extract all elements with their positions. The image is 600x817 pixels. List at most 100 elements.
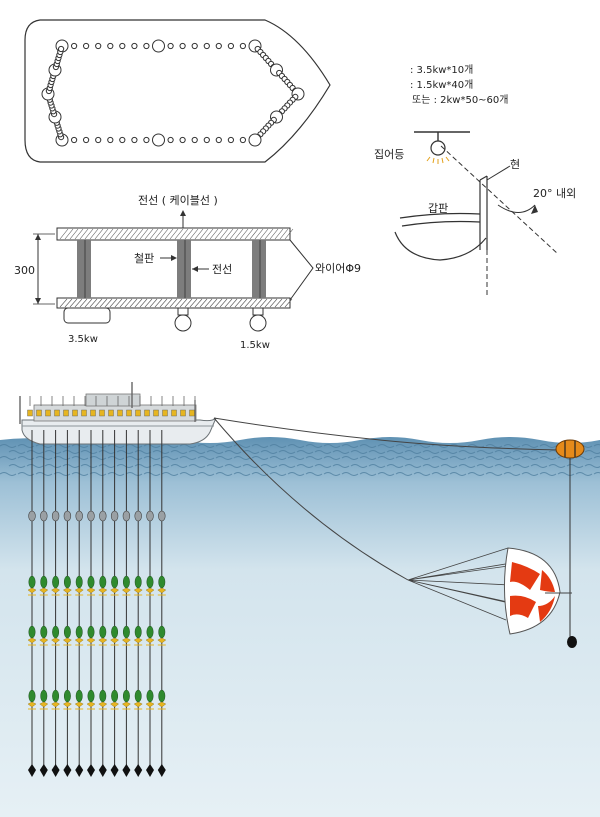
wave-stroke bbox=[80, 450, 98, 454]
deck-lamp bbox=[126, 409, 132, 417]
lamp-bulb-small bbox=[71, 136, 78, 144]
wave-stroke bbox=[233, 472, 251, 476]
jig-hook bbox=[98, 587, 108, 594]
lamp-bulb-small bbox=[143, 136, 150, 144]
jig-hook bbox=[39, 587, 49, 594]
jig-hook bbox=[27, 701, 37, 708]
wave-stroke bbox=[422, 464, 440, 468]
wave-stroke bbox=[323, 444, 341, 448]
plate-label: 철판 bbox=[134, 252, 154, 265]
wave-stroke bbox=[512, 464, 530, 468]
lamp-bulb-small bbox=[203, 136, 210, 144]
wave-stroke bbox=[26, 450, 44, 454]
lamp-bulb-small bbox=[95, 136, 102, 144]
lamp-bulb-small bbox=[83, 42, 90, 50]
sea-scene bbox=[0, 382, 600, 817]
wave-stroke bbox=[242, 450, 260, 454]
wave-stroke bbox=[152, 464, 170, 468]
angle-label: 20° 내외 bbox=[533, 187, 576, 200]
wave-stroke bbox=[287, 444, 305, 448]
wave-stroke bbox=[341, 472, 359, 476]
swivel bbox=[28, 510, 36, 522]
wave-stroke bbox=[161, 472, 179, 476]
wave-stroke bbox=[458, 450, 476, 454]
wave-stroke bbox=[539, 444, 557, 448]
wave-stroke bbox=[233, 444, 251, 448]
deck-lamp bbox=[27, 409, 33, 417]
fish-lamp-icon bbox=[430, 140, 446, 156]
swivel bbox=[146, 510, 154, 522]
lamp-bulb-large bbox=[152, 133, 165, 147]
squid-jig-lure bbox=[122, 625, 130, 639]
wave-stroke bbox=[485, 472, 503, 476]
wave-stroke bbox=[503, 456, 521, 460]
squid-jig-lure bbox=[134, 689, 142, 703]
wave-stroke bbox=[197, 456, 215, 460]
deck-lamp bbox=[117, 409, 123, 417]
wave-stroke bbox=[512, 450, 530, 454]
lamp-bulb-small bbox=[71, 42, 78, 50]
wave-stroke bbox=[404, 450, 422, 454]
wave-stroke bbox=[215, 444, 233, 448]
lamp-bulb-small bbox=[227, 42, 234, 50]
wave-stroke bbox=[341, 456, 359, 460]
wave-stroke bbox=[269, 444, 287, 448]
wave-stroke bbox=[134, 464, 152, 468]
wave-stroke bbox=[206, 464, 224, 468]
squid-jig-lure bbox=[99, 689, 107, 703]
squid-jig-lure bbox=[52, 575, 60, 589]
wave-stroke bbox=[413, 472, 431, 476]
wave-stroke bbox=[62, 464, 80, 468]
jig-hook bbox=[51, 701, 60, 708]
spec-line-3: 또는 : 2kw*50~60개 bbox=[412, 94, 509, 106]
wave-stroke bbox=[8, 450, 26, 454]
lamp-label: 집어등 bbox=[374, 148, 404, 161]
wave-stroke bbox=[125, 472, 143, 476]
squid-jig-lure bbox=[87, 625, 95, 639]
wave-stroke bbox=[143, 472, 161, 476]
hull-outline bbox=[24, 19, 331, 163]
squid-jig-lure bbox=[63, 689, 71, 703]
squid-jig-lure bbox=[158, 689, 166, 703]
wave-stroke bbox=[242, 464, 260, 468]
lamp-1-5kw-a bbox=[174, 307, 192, 332]
squid-jig-lure bbox=[99, 575, 107, 589]
squid-jig-lure bbox=[111, 625, 119, 639]
squid-jig-lure bbox=[40, 625, 48, 639]
jig-hook bbox=[157, 587, 167, 594]
wave-stroke bbox=[359, 472, 377, 476]
wave-stroke bbox=[125, 456, 143, 460]
jig-hook bbox=[51, 637, 60, 644]
wave-stroke bbox=[260, 450, 278, 454]
wave-stroke bbox=[80, 464, 98, 468]
deck-lamp bbox=[189, 409, 195, 417]
deck-lamp bbox=[90, 409, 96, 417]
wave-stroke bbox=[98, 450, 116, 454]
wave-stroke bbox=[494, 450, 512, 454]
wave-stroke bbox=[107, 456, 125, 460]
wave-stroke bbox=[206, 450, 224, 454]
sinker-weight bbox=[110, 764, 119, 777]
deck-lamps bbox=[27, 396, 196, 417]
wave-stroke bbox=[530, 464, 548, 468]
sinker-weight bbox=[98, 764, 107, 777]
deck-lamp bbox=[144, 409, 150, 417]
jig-hook bbox=[157, 701, 167, 708]
wave-stroke bbox=[0, 456, 17, 460]
wave-stroke bbox=[188, 450, 206, 454]
sea-anchor-parachute bbox=[407, 547, 572, 635]
jig-hook bbox=[133, 701, 143, 708]
lamp-bulb-small bbox=[167, 42, 174, 50]
wave-stroke bbox=[341, 444, 359, 448]
sinker-weight bbox=[28, 764, 36, 777]
wave-stroke bbox=[431, 472, 449, 476]
wave-stroke bbox=[98, 464, 116, 468]
wave-stroke bbox=[539, 456, 557, 460]
lamp-bulb-small bbox=[83, 136, 90, 144]
wave-stroke bbox=[197, 444, 215, 448]
lamp-bulb-small bbox=[107, 136, 114, 144]
lamp-bulb-small bbox=[239, 42, 246, 50]
wave-stroke bbox=[269, 472, 287, 476]
deck-lamp bbox=[54, 409, 60, 417]
jig-hook bbox=[145, 701, 155, 708]
